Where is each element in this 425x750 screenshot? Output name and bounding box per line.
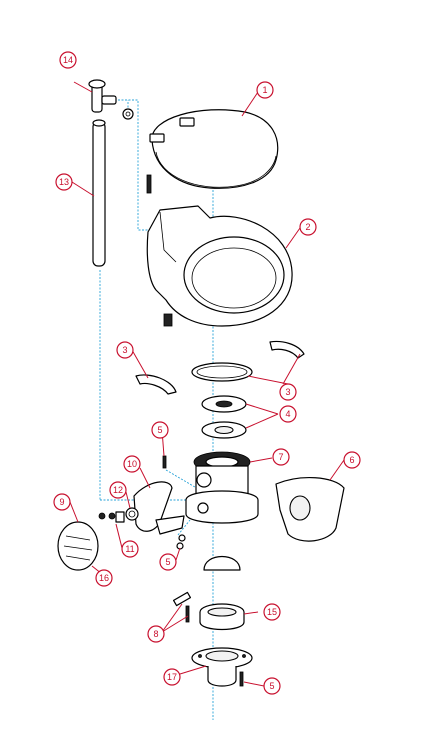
part-floor-flange xyxy=(191,647,253,687)
part-bowl xyxy=(146,205,293,327)
callout-1: 1 xyxy=(256,81,274,99)
svg-text:8: 8 xyxy=(153,629,158,639)
callout-7: 7 xyxy=(272,448,290,466)
part-screw-middle xyxy=(176,534,186,550)
svg-text:13: 13 xyxy=(59,177,69,187)
callout-6: 6 xyxy=(343,451,361,469)
svg-text:5: 5 xyxy=(165,557,170,567)
callout-5-lower: 5 xyxy=(263,677,281,695)
callout-16: 16 xyxy=(95,569,113,587)
part-screw-lower xyxy=(239,671,244,687)
callout-3-left: 3 xyxy=(116,341,134,359)
svg-text:6: 6 xyxy=(349,455,354,465)
part-fitting-set xyxy=(98,511,125,523)
part-valve-fitting xyxy=(88,79,134,120)
callout-11: 11 xyxy=(121,540,139,558)
svg-text:14: 14 xyxy=(63,55,73,65)
part-hose xyxy=(92,119,106,267)
svg-text:4: 4 xyxy=(285,409,290,419)
part-flap xyxy=(203,556,241,571)
callout-12: 12 xyxy=(109,481,127,499)
part-screw-upper xyxy=(162,455,167,469)
callout-14: 14 xyxy=(59,51,77,69)
callout-13: 13 xyxy=(55,173,73,191)
part-seat-screw xyxy=(146,174,152,194)
callout-5-middle: 5 xyxy=(159,553,177,571)
part-gasket-lower xyxy=(201,421,247,439)
callout-9: 9 xyxy=(53,493,71,511)
svg-text:2: 2 xyxy=(305,222,310,232)
svg-text:3: 3 xyxy=(285,387,290,397)
part-lid xyxy=(149,109,279,189)
part-valve-body xyxy=(185,451,259,524)
part-pedal xyxy=(133,481,185,535)
callout-10: 10 xyxy=(123,455,141,473)
callout-15: 15 xyxy=(263,603,281,621)
svg-text:15: 15 xyxy=(267,607,277,617)
svg-text:10: 10 xyxy=(127,459,137,469)
svg-text:16: 16 xyxy=(99,573,109,583)
part-knob xyxy=(57,521,99,571)
svg-text:9: 9 xyxy=(59,497,64,507)
part-cover xyxy=(275,477,345,542)
svg-text:11: 11 xyxy=(125,544,134,554)
svg-text:12: 12 xyxy=(113,485,123,495)
svg-text:1: 1 xyxy=(262,85,267,95)
svg-text:5: 5 xyxy=(269,681,274,691)
callout-8: 8 xyxy=(147,625,165,643)
part-gasket-upper xyxy=(201,395,247,413)
part-bolts xyxy=(172,591,192,623)
callout-2: 2 xyxy=(299,218,317,236)
part-flange-ring xyxy=(199,603,245,631)
part-clamp-left xyxy=(135,374,177,395)
svg-text:17: 17 xyxy=(167,672,177,682)
svg-text:7: 7 xyxy=(278,452,283,462)
part-spring xyxy=(125,507,139,521)
svg-text:3: 3 xyxy=(122,345,127,355)
callout-17: 17 xyxy=(163,668,181,686)
callout-5-upper: 5 xyxy=(151,421,169,439)
part-clamp-ring xyxy=(191,362,253,382)
leader-lines xyxy=(69,81,345,687)
svg-text:5: 5 xyxy=(157,425,162,435)
callout-3-right: 3 xyxy=(279,383,297,401)
callout-4: 4 xyxy=(279,405,297,423)
